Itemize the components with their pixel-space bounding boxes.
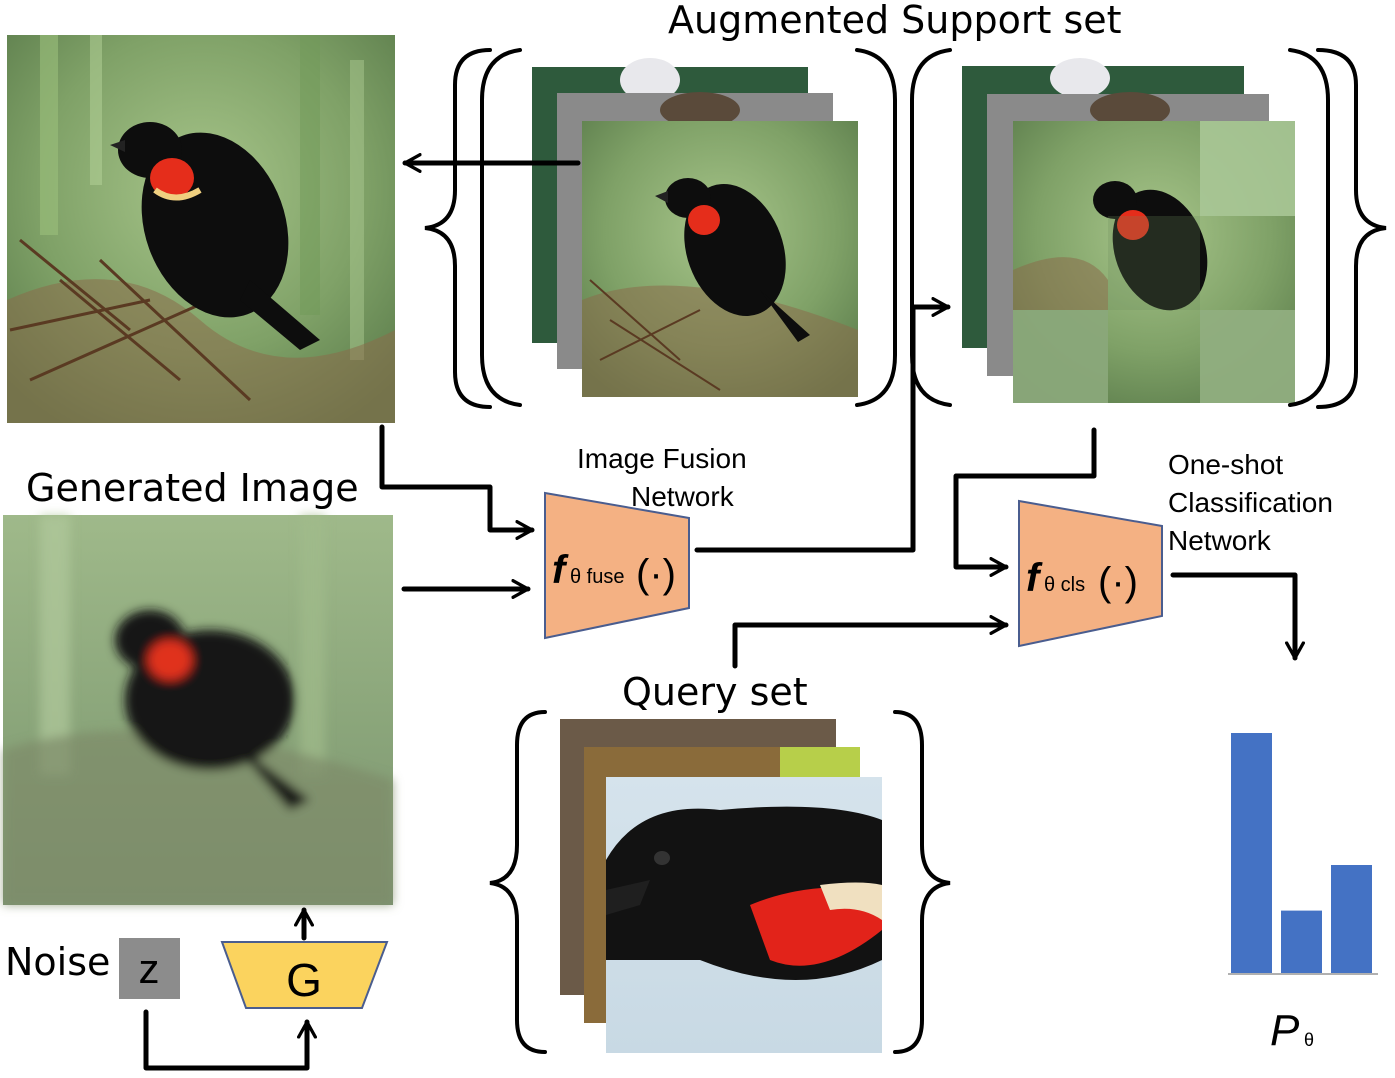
arrow-support-to-classifier	[953, 427, 1097, 577]
arrow-classifier-to-output	[1170, 572, 1305, 661]
arrow-noise-to-generator	[143, 1009, 317, 1071]
one-shot-label-line3: Network	[1168, 525, 1271, 556]
cls-function-arg: (·)	[1098, 560, 1138, 604]
noise-z-symbol: z	[139, 945, 160, 992]
generator-symbol: G	[286, 954, 322, 1006]
augmented-support-set-label: Augmented Support set	[668, 0, 1122, 42]
generated-image-label: Generated Image	[26, 466, 359, 510]
query-braces	[489, 710, 951, 1054]
output-p-symbol: P	[1270, 1006, 1300, 1055]
probability-bar-2	[1281, 910, 1322, 973]
arrow-query-to-classifier	[732, 615, 1009, 669]
generator-block	[220, 941, 389, 1009]
cls-function-sub: θ cls	[1044, 574, 1085, 596]
noise-z-box	[119, 938, 180, 999]
support-image-stack-fused	[962, 58, 1295, 403]
fusion-function-f: f	[552, 548, 569, 592]
probability-bar-3	[1331, 865, 1372, 973]
arrow-real-to-fusion	[379, 424, 535, 540]
real-bird-image	[7, 35, 395, 423]
arrows	[143, 153, 1305, 1071]
image-fusion-label-line2: Network	[631, 481, 734, 512]
query-image-stack	[560, 719, 882, 1053]
cls-function-f: f	[1026, 556, 1043, 600]
image-fusion-label-line1: Image Fusion	[577, 443, 747, 474]
arrow-fusion-to-support	[694, 297, 951, 553]
support-image-stack-original	[532, 58, 858, 397]
probability-bar-chart	[1231, 733, 1372, 973]
query-set-label: Query set	[622, 670, 808, 714]
image-fusion-network-block	[544, 491, 690, 640]
one-shot-label-line2: Classification	[1168, 487, 1333, 518]
output-p-sub: θ	[1304, 1030, 1314, 1050]
generated-image	[3, 515, 393, 905]
one-shot-label-line1: One-shot	[1168, 449, 1284, 480]
support-braces	[424, 48, 1387, 409]
noise-label: Noise	[5, 940, 111, 984]
probability-bar-1	[1231, 733, 1272, 973]
classification-network-block	[1018, 499, 1163, 648]
fusion-function-arg: (·)	[636, 552, 676, 596]
fusion-function-sub: θ fuse	[570, 566, 624, 588]
